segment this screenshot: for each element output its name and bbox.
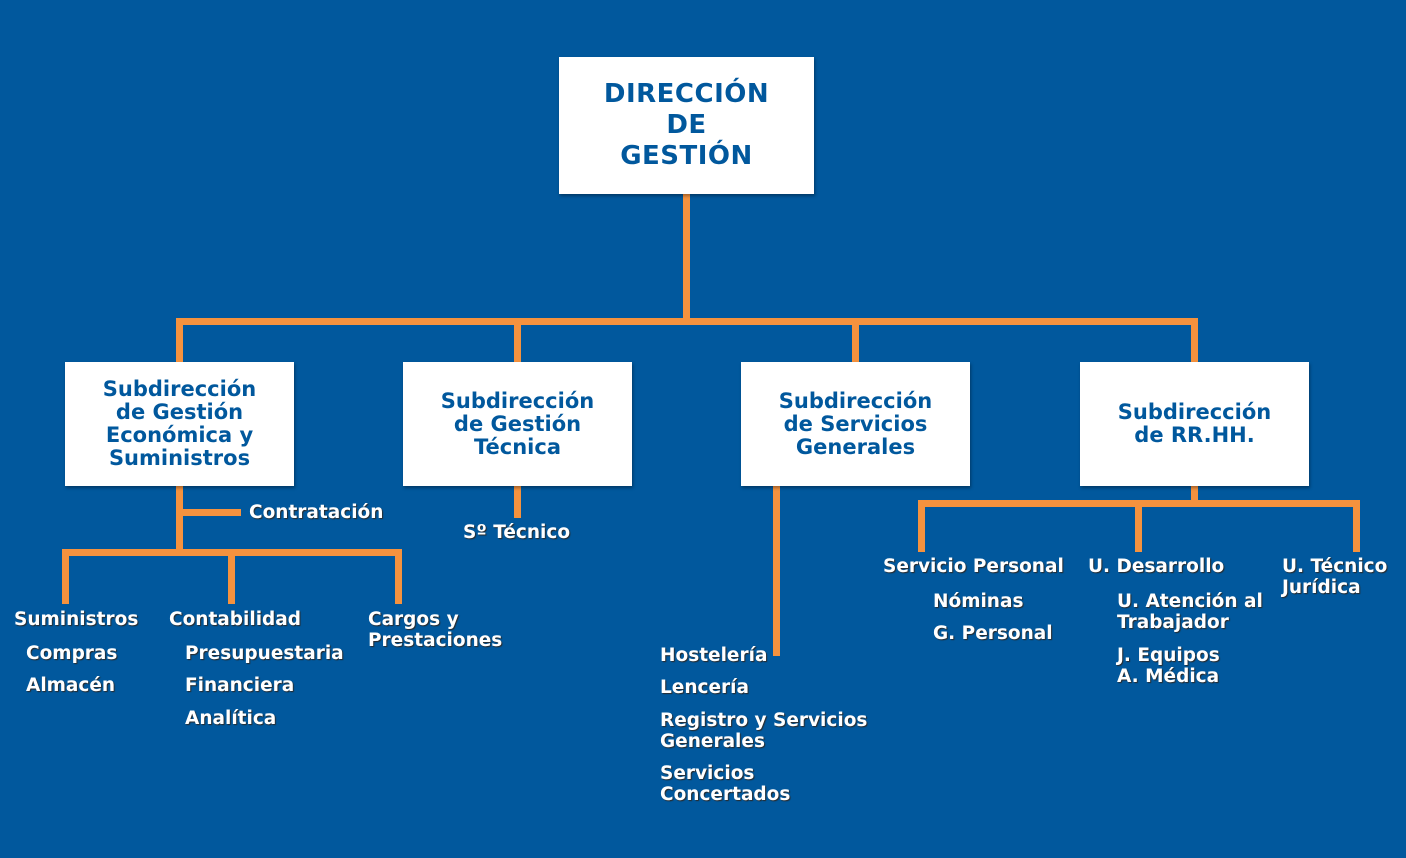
connector-drop-personal (918, 500, 925, 552)
connector-contratacion (176, 509, 241, 516)
label-presupuestaria: Presupuestaria (185, 643, 344, 664)
connector-drop-cargos (395, 549, 402, 604)
direccion-line2: DE (666, 110, 707, 140)
connector-rrhh-trunk (1191, 486, 1198, 506)
label-nominas: Nóminas (933, 591, 1024, 612)
economica-line2: de Gestión (115, 400, 244, 424)
label-equipos-line2: A. Médica (1117, 666, 1220, 687)
label-cargos-line2: Prestaciones (368, 630, 503, 651)
label-servicio-personal: Servicio Personal (883, 556, 1064, 577)
servicios-line3: Generales (795, 434, 916, 459)
label-concertados-line1: Servicios (660, 763, 755, 784)
label-atencion-line2: Trabajador (1117, 612, 1229, 633)
servicios-line2: de Servicios (783, 411, 928, 436)
connector-top-down (683, 194, 690, 320)
label-contabilidad: Contabilidad (169, 609, 302, 630)
connector-drop-servicios (852, 318, 859, 364)
economica-line3: Económica y (105, 423, 254, 447)
label-lenceria: Lencería (660, 677, 749, 698)
box-direccion-gestion: DIRECCIÓN DE GESTIÓN (559, 57, 814, 194)
label-cargos-line1: Cargos y (368, 609, 459, 630)
box-subdireccion-servicios: Subdirección de Servicios Generales (741, 362, 970, 486)
connector-tecnica-trunk (514, 486, 521, 518)
label-financiera: Financiera (185, 675, 295, 696)
connector-economica-trunk (176, 486, 183, 554)
tecnica-line3: Técnica (474, 434, 561, 459)
connector-drop-rrhh (1191, 318, 1198, 364)
label-servicio-tecnico: Sº Técnico (463, 522, 571, 543)
connector-drop-suministros (62, 549, 69, 604)
connector-drop-contabilidad (228, 549, 235, 604)
rrhh-line1: Subdirección (1117, 400, 1272, 424)
connector-servicios-trunk (773, 486, 780, 656)
connector-drop-tecnica (514, 318, 521, 364)
label-compras: Compras (26, 643, 118, 664)
label-analitica: Analítica (185, 708, 277, 729)
label-atencion-line1: U. Atención al (1117, 591, 1263, 612)
economica-line1: Subdirección (102, 377, 257, 401)
connector-main-bus (176, 318, 1198, 325)
connector-drop-desarrollo (1135, 500, 1142, 552)
box-subdireccion-economica: Subdirección de Gestión Económica y Sumi… (65, 362, 294, 486)
label-registro-line2: Generales (660, 731, 765, 752)
label-contratacion: Contratación (249, 502, 384, 523)
tecnica-line1: Subdirección (440, 388, 595, 413)
connector-drop-juridica (1353, 500, 1360, 552)
direccion-line1: DIRECCIÓN (603, 79, 770, 109)
rrhh-line2: de RR.HH. (1134, 423, 1255, 447)
label-equipos-line1: J. Equipos (1117, 645, 1220, 666)
box-subdireccion-rrhh: Subdirección de RR.HH. (1080, 362, 1309, 486)
box-subdireccion-tecnica: Subdirección de Gestión Técnica (403, 362, 632, 486)
label-suministros: Suministros (14, 609, 139, 630)
economica-line4: Suministros (108, 446, 251, 470)
servicios-line1: Subdirección (778, 388, 933, 413)
tecnica-line2: de Gestión (453, 411, 582, 436)
connector-drop-economica (176, 318, 183, 364)
label-almacen: Almacén (26, 675, 116, 696)
label-u-desarrollo: U. Desarrollo (1088, 556, 1225, 577)
direccion-line3: GESTIÓN (620, 141, 753, 171)
label-juridica-line2: Jurídica (1282, 577, 1361, 598)
label-concertados-line2: Concertados (660, 784, 791, 805)
label-registro-line1: Registro y Servicios (660, 710, 868, 731)
label-juridica-line1: U. Técnico (1282, 556, 1388, 577)
label-g-personal: G. Personal (933, 623, 1053, 644)
label-hosteleria: Hostelería (660, 645, 768, 666)
